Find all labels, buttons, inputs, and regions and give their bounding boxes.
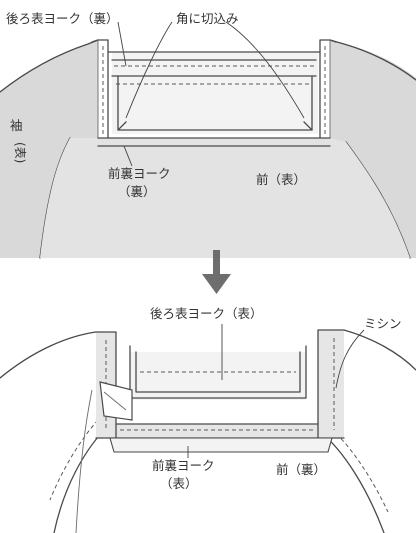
bottom-front-yoke — [109, 437, 333, 453]
top-left-sleeve — [0, 39, 99, 93]
bottom-label-front: 前（裏） — [276, 462, 326, 477]
bottom-left-side — [75, 389, 93, 533]
bottom-back-yoke — [96, 330, 344, 438]
bottom-neckline-outer — [129, 345, 307, 399]
top-leader-front-yoke — [123, 145, 133, 167]
top-back-yoke — [112, 52, 318, 134]
top-leader-clip-right — [225, 21, 305, 119]
bottom-left-fold-tab — [99, 381, 133, 421]
bottom-label-front-yoke-1: 前裏ヨーク — [152, 458, 215, 473]
bottom-neckline-inner — [135, 351, 301, 393]
top-leader-back-yoke — [117, 21, 127, 67]
top-label-front-yoke-2: （裏） — [118, 184, 156, 199]
top-left-shoulder-seam — [91, 39, 109, 139]
down-arrow-icon — [202, 250, 231, 294]
bottom-panel: 後ろ表ヨーク（表） ミシン 前裏ヨーク （表） 前（裏） — [0, 306, 416, 533]
top-corner-clip-left — [117, 121, 127, 131]
top-front-body — [40, 138, 410, 258]
bottom-label-back-yoke: 後ろ表ヨーク（表） — [150, 306, 263, 321]
top-panel: 後ろ表ヨーク（裏） 角に切込み 袖 (表) 前裏ヨーク （裏） 前（表） — [0, 0, 416, 259]
top-label-sleeve-side: (表) — [13, 142, 27, 163]
bottom-left-armhole-stitch — [49, 419, 99, 501]
top-label-corner-clip: 角に切込み — [176, 11, 239, 26]
bottom-leader-stitch — [335, 329, 365, 389]
bottom-fold-crease — [103, 391, 127, 411]
top-label-back-yoke: 後ろ表ヨーク（裏） — [6, 11, 119, 26]
top-leader-clip-left — [125, 21, 173, 119]
bottom-yoke-inner — [130, 352, 306, 400]
top-right-shoulder-seam — [319, 39, 337, 139]
top-label-front-yoke-1: 前裏ヨーク — [108, 166, 171, 181]
bottom-right-yoke-edge — [317, 329, 345, 439]
top-label-front: 前（表） — [256, 172, 306, 187]
top-corner-clip-right — [303, 121, 313, 131]
top-right-sleeve — [329, 39, 416, 81]
bottom-left-shoulder — [0, 331, 97, 379]
bottom-right-shoulder — [343, 329, 416, 371]
bottom-label-front-yoke-2: （表） — [160, 476, 198, 491]
top-label-sleeve: 袖 — [10, 118, 23, 133]
bottom-label-stitch: ミシン — [364, 316, 402, 331]
bottom-left-body — [0, 332, 104, 533]
top-neckline — [117, 75, 313, 131]
